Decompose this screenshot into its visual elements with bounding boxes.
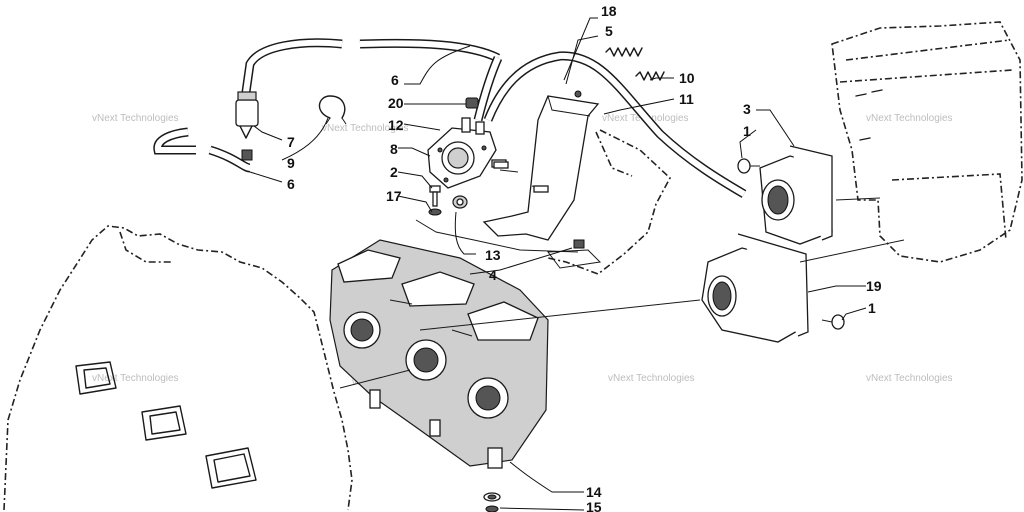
callout-6: 6 [287,176,295,192]
fuel-filter [235,91,259,161]
callout-20: 20 [388,95,404,111]
callout-3: 3 [743,101,751,117]
callout-7: 7 [287,134,295,150]
callout-15: 15 [586,499,602,512]
leader-lines [249,17,867,511]
callout-13: 13 [485,247,501,263]
callout-4: 4 [489,267,497,283]
grommet [452,195,468,209]
carburetor-assembly [329,239,549,469]
callout-18: 18 [601,3,617,19]
knob-screw [737,158,760,174]
air-silencer-upper [759,145,833,245]
pump-bracket [482,90,600,241]
exhaust-port [205,447,257,489]
callout-labels: 18 5 6 10 11 20 12 7 9 6 8 2 17 13 4 3 1… [287,3,882,512]
fastener [547,239,602,269]
air-box-outline [831,21,1023,263]
exhaust-port [141,405,187,441]
air-silencer-lower [701,233,809,343]
screw [429,185,441,207]
watermark: vNext Technologies [92,113,179,124]
fuel-hose [153,38,503,173]
knob-screw [821,314,845,330]
callout-10: 10 [679,70,695,86]
exhaust-port [75,361,117,395]
callout-6: 6 [391,72,399,88]
callout-1: 1 [868,300,876,316]
callout-5: 5 [605,23,613,39]
watermark: vNext Technologies [608,373,695,384]
callout-12: 12 [388,117,404,133]
carburetor-throat [467,377,509,419]
callout-1: 1 [743,123,751,139]
watermark: vNext Technologies [866,373,953,384]
watermark: vNext Technologies [92,373,179,384]
callout-14: 14 [586,484,602,500]
vent-hose [483,51,747,198]
clamp-screw [483,492,501,512]
callout-19: 19 [866,278,882,294]
watermark: vNext Technologies [322,123,409,134]
assembly-lines [339,197,905,389]
spring [605,47,665,81]
washer [428,208,442,216]
callout-8: 8 [390,141,398,157]
watermark: vNext Technologies [866,113,953,124]
carburetor-throat [405,339,447,381]
callout-2: 2 [390,164,398,180]
callout-17: 17 [386,188,402,204]
callout-11: 11 [679,91,694,107]
callout-9: 9 [287,155,295,171]
engine-outline [3,225,353,511]
hose-clamp [318,95,347,125]
carburetor-throat [343,311,381,349]
fitting [465,97,479,109]
fuel-pump [427,117,507,189]
